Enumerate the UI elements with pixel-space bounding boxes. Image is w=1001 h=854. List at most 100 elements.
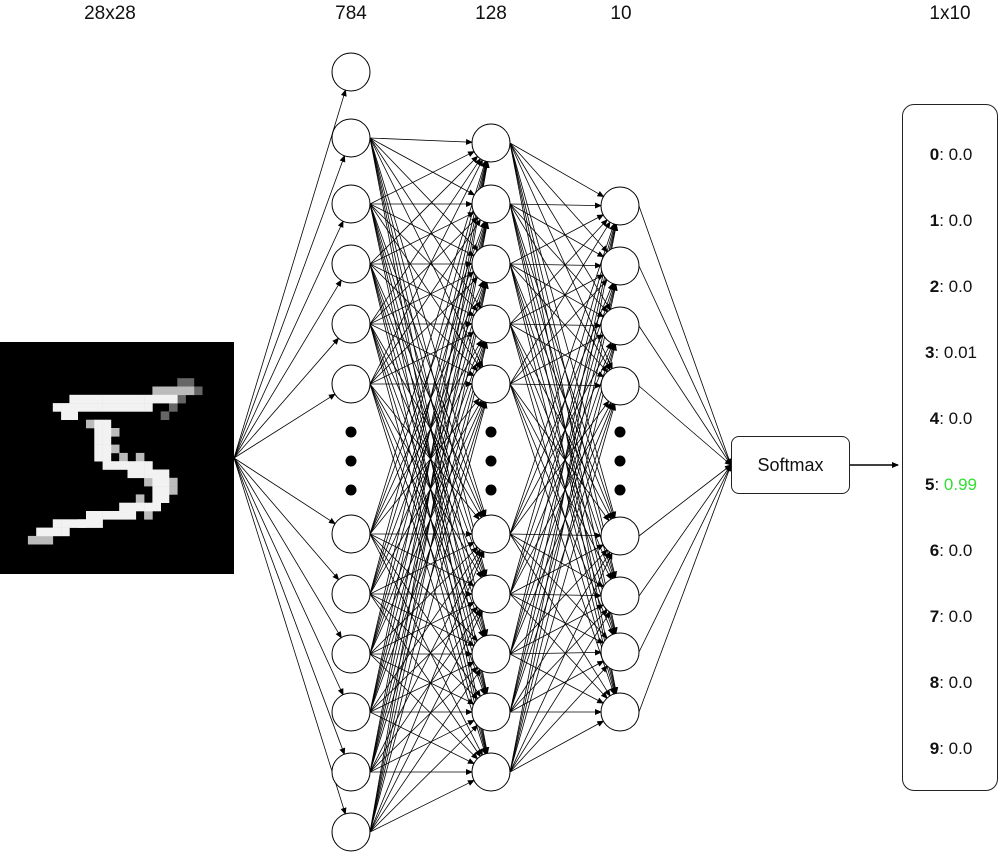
input-to-hidden-edge xyxy=(369,593,479,700)
hidden-neuron xyxy=(471,184,511,224)
digit-pixel xyxy=(152,386,161,396)
ellipsis-dot xyxy=(614,426,626,438)
hidden-neuron xyxy=(471,752,511,792)
input-to-hidden-edge xyxy=(369,203,479,312)
digit-pixel xyxy=(169,477,178,487)
output-to-softmax-edge xyxy=(638,325,732,466)
digit-pixel xyxy=(102,461,112,470)
input-to-hidden-edge xyxy=(369,550,485,833)
hidden-to-output-edge xyxy=(509,223,618,713)
hidden-to-output-edge xyxy=(509,203,605,258)
input-to-hidden-edge xyxy=(369,218,481,385)
input-to-hidden-edge xyxy=(369,160,488,595)
hidden-to-output-edge xyxy=(509,653,605,704)
hidden-to-output-edge xyxy=(509,593,608,699)
digit-five-pixels xyxy=(27,378,203,545)
output-neuron xyxy=(600,186,640,226)
digit-pixel xyxy=(52,527,62,537)
digit-pixel xyxy=(94,428,103,437)
digit-pixel xyxy=(86,394,95,404)
input-neuron xyxy=(331,514,371,554)
digit-pixel xyxy=(144,502,153,512)
input-to-hidden-edge xyxy=(369,137,479,252)
input-to-hidden-edge xyxy=(369,340,486,655)
digit-pixel xyxy=(94,444,103,454)
input-neuron xyxy=(331,634,371,674)
input-to-hidden-edge xyxy=(369,533,483,756)
output-neuron xyxy=(600,516,640,556)
digit-pixel xyxy=(185,378,195,387)
digit-pixel xyxy=(69,403,78,412)
output-value: 0.0 xyxy=(948,673,973,692)
hidden-to-output-edge xyxy=(509,609,608,713)
hidden-to-output-edge xyxy=(509,322,603,329)
output-row-2: 2: 0.0 xyxy=(929,277,973,296)
hidden-to-output-edge xyxy=(509,283,615,595)
hidden-to-output-edge xyxy=(509,203,617,635)
input-to-hidden-edge xyxy=(369,711,475,765)
hidden-neuron xyxy=(471,634,511,674)
output-neuron xyxy=(600,246,640,286)
digit-pixel xyxy=(152,486,161,495)
ellipsis-dot xyxy=(485,484,497,496)
input-neuron xyxy=(331,52,371,92)
image-to-input-edge xyxy=(233,457,340,581)
hidden-to-output-edge xyxy=(509,403,615,713)
hidden-to-output-edge xyxy=(509,665,608,773)
output-row-3: 3: 0.01 xyxy=(924,343,977,362)
input-to-hidden-edge xyxy=(369,203,475,257)
image-to-input-edge xyxy=(233,457,342,639)
output-to-softmax-edge xyxy=(638,464,732,713)
hidden-to-output-edge xyxy=(509,649,603,656)
digit-pixel xyxy=(94,511,103,520)
digit-pixel xyxy=(119,452,128,462)
digit-pixel xyxy=(77,403,87,412)
result-size-label: 1x10 xyxy=(929,3,971,24)
hidden-to-output-edge xyxy=(509,142,618,635)
digit-pixel xyxy=(61,403,70,412)
digit-pixel xyxy=(135,461,145,470)
digit-pixel xyxy=(110,428,120,437)
digit-pixel xyxy=(160,386,170,396)
output-layer-label: 10 xyxy=(610,3,632,24)
digit-pixel xyxy=(169,486,178,495)
output-neuron xyxy=(600,632,640,672)
hidden-to-output-edge xyxy=(509,551,611,713)
hidden-to-output-edge xyxy=(509,533,608,639)
input-neuron xyxy=(331,184,371,224)
digit-pixel xyxy=(94,394,103,404)
input-to-hidden-edge xyxy=(369,383,486,696)
ellipsis-dot xyxy=(614,484,626,496)
input-to-hidden-edge xyxy=(369,271,475,325)
digit-pixel xyxy=(127,403,137,412)
output-row-0: 0: 0.0 xyxy=(929,145,973,164)
hidden-neuron xyxy=(471,364,511,404)
ellipsis-dot xyxy=(345,484,357,496)
hidden-to-output-edge xyxy=(509,263,617,695)
digit-pixel xyxy=(94,419,103,429)
hidden-neuron xyxy=(471,574,511,614)
hidden-to-output-edge xyxy=(509,223,617,595)
input-neuron xyxy=(331,692,371,732)
output-to-softmax-edge xyxy=(638,464,732,653)
input-to-hidden-edge xyxy=(369,281,487,655)
input-neuron xyxy=(331,244,371,284)
output-row-1: 1: 0.0 xyxy=(929,211,973,230)
digit-pixel xyxy=(127,461,137,470)
digit-pixel xyxy=(86,419,95,429)
ellipsis-dots xyxy=(345,426,626,496)
digit-pixel xyxy=(102,452,112,462)
input-neuron xyxy=(331,118,371,158)
input-to-hidden-edge xyxy=(369,263,486,578)
input-to-hidden-edge xyxy=(369,340,484,595)
output-row-4: 4: 0.0 xyxy=(929,409,973,428)
hidden-to-output-edge xyxy=(509,274,605,325)
softmax-box: Softmax xyxy=(731,436,850,494)
digit-pixel xyxy=(160,486,170,495)
hidden-to-output-edge xyxy=(509,401,612,595)
digit-pixel xyxy=(94,519,103,528)
hidden-layer-label: 128 xyxy=(475,3,507,24)
input-to-hidden-edge xyxy=(369,280,484,535)
input-to-hidden-edge xyxy=(369,323,487,695)
